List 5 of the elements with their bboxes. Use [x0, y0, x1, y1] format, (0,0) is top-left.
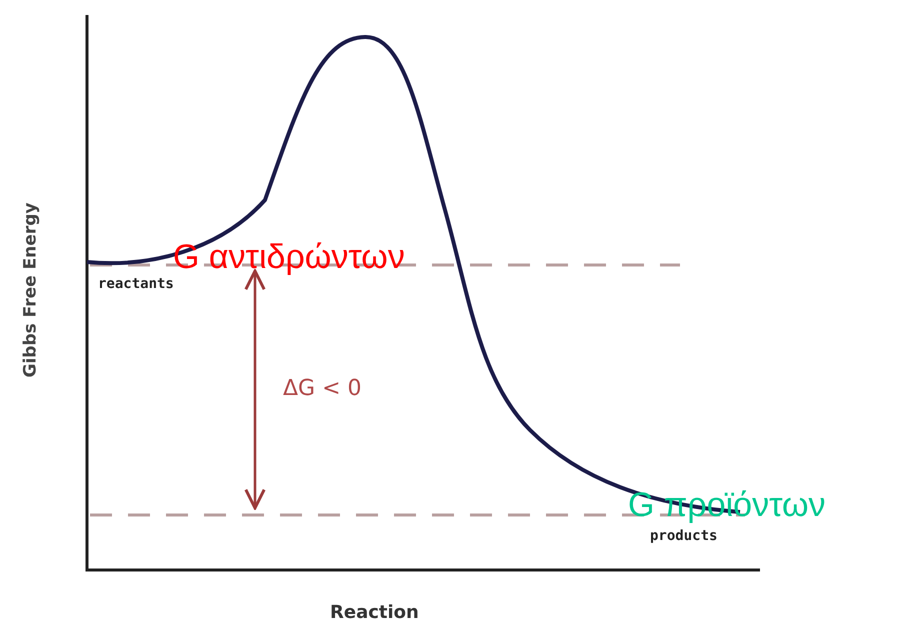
delta-label: ΔG < 0	[283, 376, 362, 401]
level-label: reactants	[98, 276, 174, 292]
axis-label: Reaction	[330, 602, 419, 623]
axis-label: Gibbs Free Energy	[20, 202, 40, 378]
level-label: products	[650, 528, 718, 544]
